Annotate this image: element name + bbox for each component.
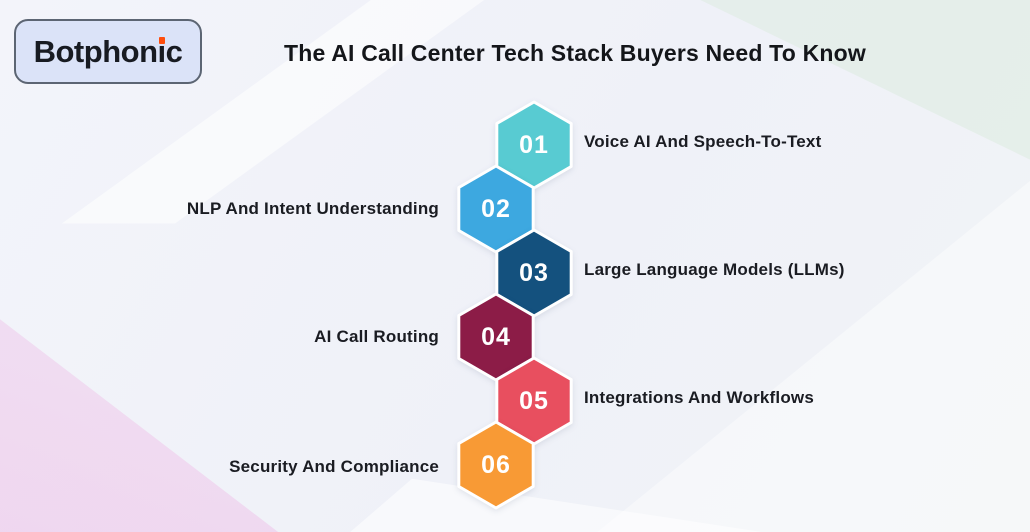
botphonic-logo-text: Botphonıc	[33, 34, 183, 69]
hexagon-number: 02	[481, 194, 511, 223]
page-title: The AI Call Center Tech Stack Buyers Nee…	[284, 40, 866, 66]
step-label-voice-ai: Voice AI And Speech-To-Text	[584, 132, 822, 151]
hexagon-number: 05	[519, 386, 549, 415]
hexagon-number: 03	[519, 258, 549, 287]
hexagon-shape	[457, 420, 535, 510]
step-label-integrations: Integrations And Workflows	[584, 388, 814, 407]
botphonic-logo: Botphonıc	[14, 19, 202, 84]
step-label-nlp-intent: NLP And Intent Understanding	[186, 199, 439, 218]
hexagon-step-04: 04	[456, 291, 536, 383]
logo-i-orange-dot: ı	[157, 34, 167, 69]
hexagon-step-01: 01	[494, 99, 574, 191]
hexagon-number: 06	[481, 450, 511, 479]
step-label-security-compliance: Security And Compliance	[229, 457, 439, 476]
hexagon-step-03: 03	[494, 227, 574, 319]
hexagon-number: 01	[519, 130, 549, 159]
hexagon-number: 04	[481, 322, 511, 351]
step-label-llms: Large Language Models (LLMs)	[584, 260, 845, 279]
hexagon-step-06: 06	[456, 419, 536, 511]
step-label-ai-call-routing: AI Call Routing	[314, 327, 439, 346]
hexagon-step-05: 05	[494, 355, 574, 447]
